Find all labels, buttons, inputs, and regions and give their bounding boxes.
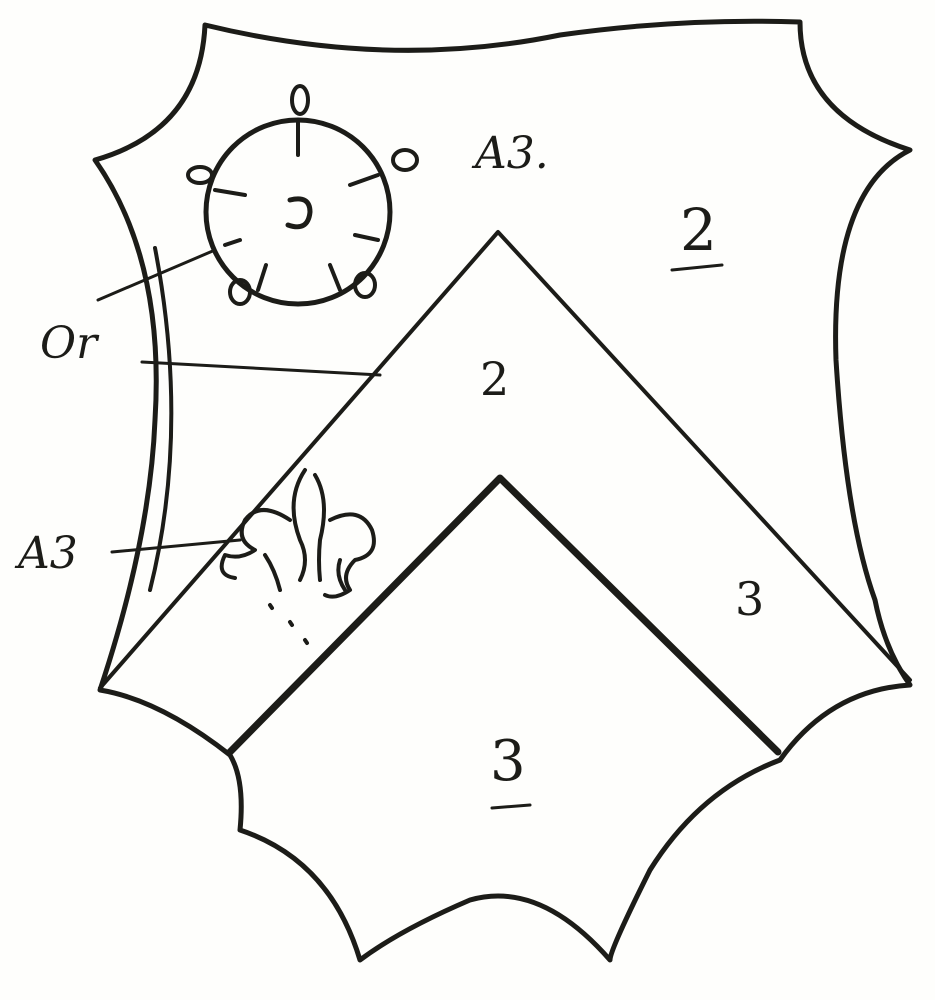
label-tincture-top: A3.: [471, 128, 549, 179]
field-number-base: 3: [490, 729, 526, 794]
chevron-outer-edge: [98, 230, 912, 690]
label-or: Or: [40, 318, 100, 369]
field-number-chevron-right: 3: [735, 572, 764, 626]
chevron-inner-edge: [226, 474, 782, 756]
or-rowel-leader: [96, 248, 217, 302]
spur-rowel-icon: [186, 84, 419, 307]
field-number-chevron-upper: 2: [480, 352, 509, 406]
underline-dexter: [670, 263, 724, 272]
label-fleur: A3: [14, 528, 78, 579]
field-number-dexter-chief: 2: [680, 196, 717, 264]
fleur-de-lis-icon: [219, 468, 376, 645]
or-leader-line: [140, 360, 382, 377]
fleur-leader-line: [110, 538, 242, 554]
underline-base: [490, 803, 532, 810]
